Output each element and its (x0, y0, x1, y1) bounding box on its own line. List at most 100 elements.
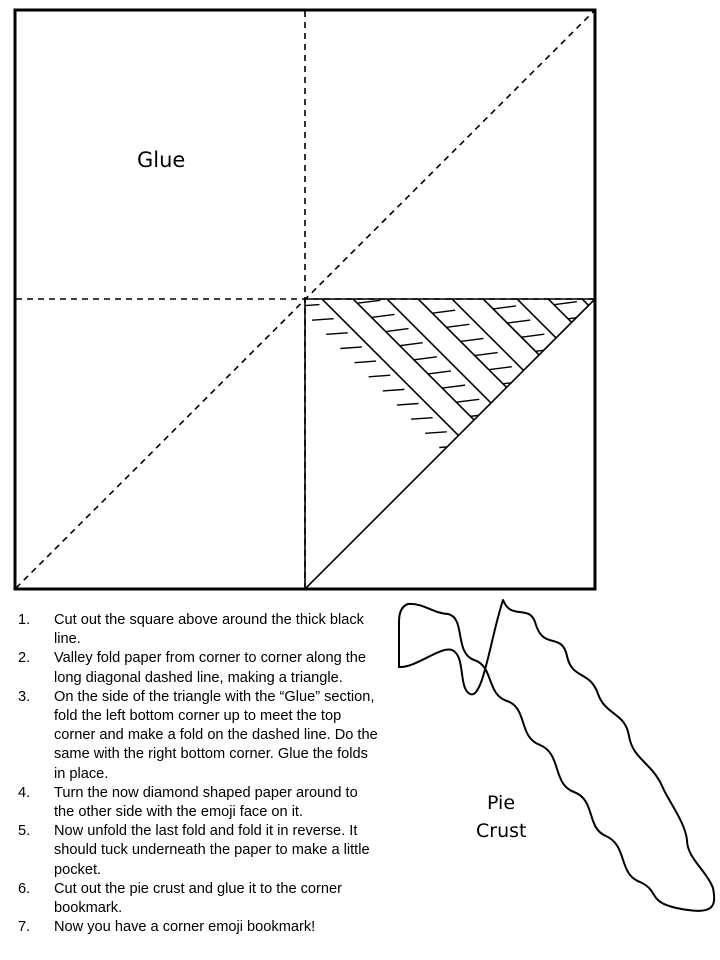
pie-triangle-outline (304, 298, 597, 591)
lattice-hatch (694, 247, 717, 250)
lattice-hatch (411, 416, 433, 420)
lattice-hatch (670, 157, 693, 160)
lattice-hatch (511, 259, 534, 262)
lattice-hatch (635, 447, 658, 450)
lattice-hatch (596, 344, 619, 347)
lattice-hatch (566, 572, 589, 576)
lattice-hatch (347, 225, 370, 228)
lattice-hatch (647, 265, 670, 268)
lattice-hatch (681, 429, 704, 432)
lattice-hatch (609, 162, 632, 165)
lattice-hatch (357, 299, 381, 304)
lattice-hatch (467, 473, 490, 477)
lattice-strip-edge (305, 299, 595, 589)
lattice-hatch (661, 279, 684, 282)
lattice-hatch (695, 443, 718, 446)
lattice-hatch (544, 227, 567, 230)
pie-crust-label-line2: Crust (476, 820, 526, 842)
lattice-hatch (549, 361, 573, 367)
lattice-hatch (562, 180, 585, 183)
pie-lattice-pattern (305, 58, 720, 589)
instruction-step: 7.Now you have a corner emoji bookmark! (18, 918, 380, 937)
lattice-hatch (368, 374, 391, 378)
lattice-strip-edge (305, 299, 595, 589)
lattice-hatch (700, 382, 720, 385)
lattice-hatch (615, 297, 638, 300)
lattice-hatch (587, 465, 595, 470)
instruction-step: 6.Cut out the pie crust and glue it to t… (18, 880, 380, 918)
lattice-hatch (605, 222, 628, 225)
lattice-strip-edge (342, 299, 595, 589)
lattice-hatch (362, 239, 385, 242)
lattice-hatch (473, 156, 496, 159)
lattice-hatch (312, 317, 334, 321)
lattice-hatch (623, 176, 646, 179)
lattice-hatch (676, 293, 699, 296)
lattice-hatch (498, 440, 522, 446)
glue-label: Glue (137, 148, 185, 172)
lattice-hatch (586, 269, 609, 272)
lattice-hatch (413, 356, 437, 361)
lattice-hatch (552, 105, 575, 108)
lattice-hatch (481, 487, 504, 491)
lattice-hatch (708, 261, 720, 264)
lattice-hatch (572, 255, 595, 258)
pie-crust-label-line1: Pie (487, 792, 515, 814)
lattice-hatch (470, 412, 494, 418)
lattice-hatch (534, 152, 557, 155)
lattice-hatch (497, 245, 520, 248)
lattice-hatch (595, 148, 618, 151)
lattice-hatch (616, 494, 639, 497)
lattice-hatch (354, 360, 377, 364)
lattice-hatch (520, 138, 543, 141)
lattice-hatch (469, 217, 492, 220)
lattice-hatch (656, 143, 679, 146)
lattice-hatch (619, 237, 642, 240)
lattice-hatch (526, 273, 549, 276)
lattice-hatch (684, 172, 707, 175)
step-text: Valley fold paper from corner to corner … (54, 650, 367, 686)
lattice-hatch (671, 354, 694, 357)
lattice-hatch (380, 193, 403, 196)
lattice-hatch (439, 445, 461, 449)
lattice-hatch (577, 390, 595, 395)
lattice-hatch (517, 394, 541, 399)
lattice-hatch (633, 251, 656, 254)
lattice-hatch (382, 388, 405, 392)
lattice-hatch (510, 515, 532, 519)
lattice-hatch (404, 282, 427, 285)
lattice-hatch (552, 558, 575, 562)
lattice-hatch (612, 555, 635, 558)
instruction-step: 4.Turn the now diamond shaped paper arou… (18, 784, 380, 822)
lattice-strip-edge (305, 299, 595, 589)
step-text: Now unfold the last fold and fold it in … (54, 823, 370, 878)
lattice-hatch (601, 283, 624, 286)
lattice-hatch (453, 459, 476, 463)
lattice-hatch (558, 241, 581, 244)
lattice-hatch (524, 530, 546, 534)
lattice-hatch (690, 307, 713, 310)
lattice-hatch (371, 313, 395, 319)
step-number: 3. (18, 688, 31, 705)
step-number: 6. (18, 880, 31, 897)
step-number: 4. (18, 784, 31, 801)
lattice-strip-edge (305, 299, 595, 589)
lattice-hatch (538, 544, 560, 548)
lattice-hatch (643, 326, 666, 329)
lattice-hatch (666, 218, 689, 221)
lattice-hatch (455, 203, 478, 206)
lattice-hatch (531, 408, 555, 413)
lattice-strip-edge (305, 299, 595, 589)
lattice-hatch (521, 333, 545, 338)
lattice-strip-edge (305, 299, 595, 589)
lattice-hatch (571, 58, 594, 61)
step-number: 1. (18, 612, 31, 628)
lattice-hatch (530, 213, 553, 216)
lattice-hatch (340, 346, 362, 350)
lattice-hatch (390, 268, 413, 271)
lattice-hatch (422, 235, 445, 238)
lattice-strip-edge (407, 299, 595, 589)
lattice-hatch (555, 497, 579, 502)
lattice-hatch (704, 321, 720, 324)
